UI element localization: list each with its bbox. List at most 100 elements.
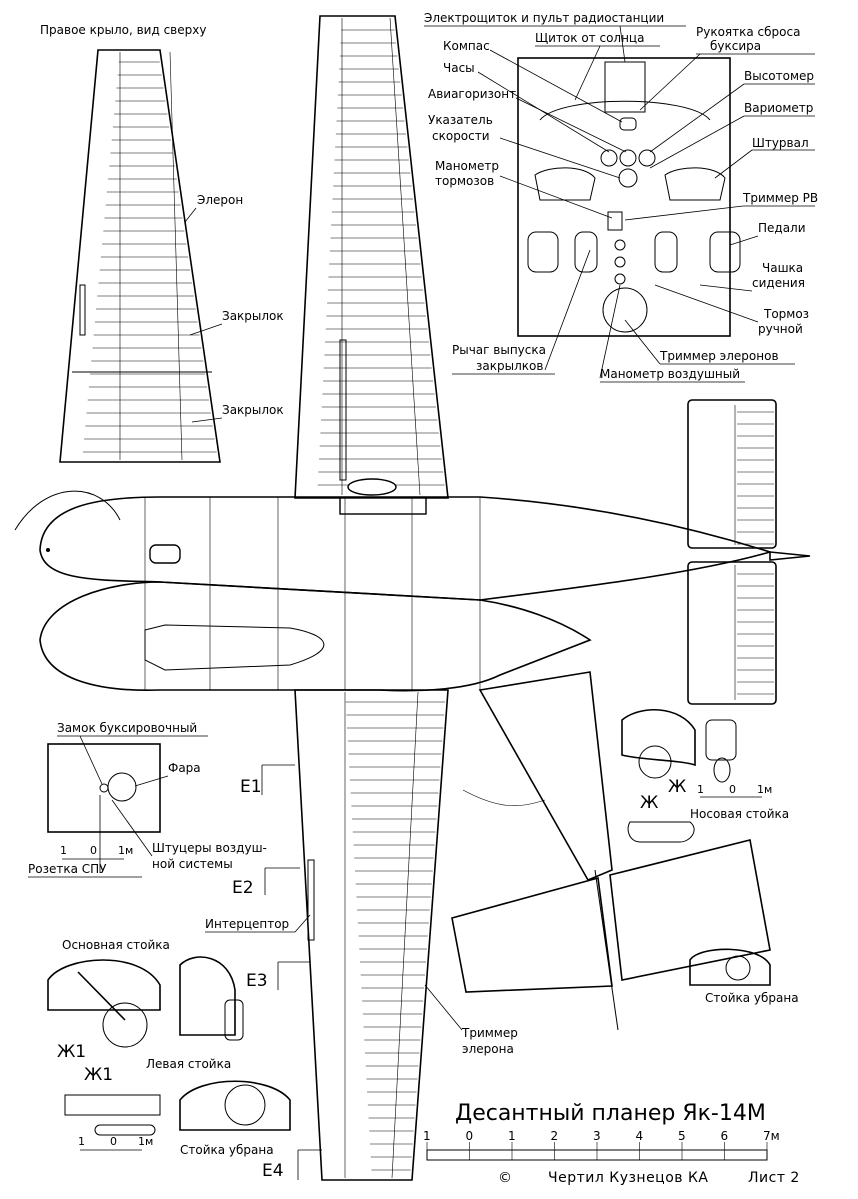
label-yoke: Штурвал — [752, 136, 809, 150]
label-tow-release-1: Рукоятка сброса — [696, 25, 800, 39]
main-scale-label: 1 — [508, 1129, 516, 1143]
main-gear-retracted-wheel — [224, 1084, 266, 1126]
label-sun-shield: Щиток от солнца — [535, 31, 644, 45]
section-e2: E2 — [232, 867, 300, 898]
label-pedals: Педали — [758, 221, 806, 235]
nose-pitot — [46, 548, 50, 552]
tow-lock-leader — [79, 735, 103, 785]
label-hand-brake-2: ручной — [758, 322, 803, 336]
aileron-trim-label-1: Триммер — [461, 1026, 518, 1040]
drawing-title: Десантный планер Як-14М — [455, 1101, 766, 1126]
lower-wing-outline — [294, 689, 449, 1181]
main-gear-scale-0: 1 — [78, 1135, 85, 1148]
nose-gear-front-wheel — [713, 757, 731, 783]
section-zh-2: Ж — [640, 793, 658, 813]
tow-hook — [99, 783, 109, 793]
left-gear-outline — [179, 956, 236, 1036]
label-brake-gauge-2: тормозов — [435, 174, 494, 188]
main-gear-fairing — [47, 959, 161, 1011]
nose-arc — [14, 490, 121, 531]
aileron-trim-leader — [424, 984, 463, 1031]
label-compass: Компас — [443, 39, 490, 53]
leader-sun — [574, 45, 601, 101]
label-airspeed-1: Указатель — [428, 113, 493, 127]
aileron-trim-label-2: элерона — [462, 1042, 514, 1056]
label-radio-panel: Электрощиток и пульт радиостанции — [424, 11, 664, 25]
spoiler-leader — [294, 914, 311, 933]
section-zh-1: Ж — [668, 777, 686, 797]
leader-hand-brake — [654, 284, 759, 323]
wing-view-title: Правое крыло, вид сверху — [40, 23, 206, 37]
gauge-small-2 — [614, 256, 626, 268]
main-gear-scale-2: 1м — [138, 1135, 153, 1148]
intercom-label: Розетка СПУ — [28, 862, 107, 876]
fin-view — [451, 671, 771, 1031]
leader-air — [599, 284, 621, 379]
aileron-hinge-line — [169, 51, 183, 461]
gauge-small-3 — [614, 273, 626, 285]
horizon-dial — [619, 149, 637, 167]
air-fittings-label-1: Штуцеры воздуш- — [152, 841, 267, 855]
sun-shield-outline — [539, 100, 711, 121]
tow-lock-label: Замок буксировочный — [57, 721, 197, 735]
air-fittings-label-2: ной системы — [152, 857, 233, 871]
clock-dial — [600, 149, 618, 167]
flap-label-2: Закрылок — [222, 403, 284, 417]
left-gear-wheel — [224, 999, 244, 1041]
main-scale-label: 3 — [593, 1129, 601, 1143]
stabilizer-left — [451, 876, 613, 993]
section-e2-label: E2 — [232, 878, 254, 898]
main-scale-label: 1 — [423, 1129, 431, 1143]
radio-panel-box — [604, 61, 646, 113]
fin-arc — [462, 789, 546, 806]
headlight-circle — [107, 772, 137, 802]
lower-wing-ribs — [345, 701, 446, 1171]
upper-wing-plan — [294, 15, 449, 515]
spoiler-label: Интерцептор — [205, 917, 289, 931]
fuselage-lower-half — [39, 581, 592, 692]
section-e3: E3 — [246, 961, 310, 991]
upper-wing-hinge — [389, 17, 421, 496]
tail-cone — [769, 551, 811, 561]
label-seat-1: Чашка — [762, 261, 803, 275]
main-scale-label: 7м — [763, 1129, 780, 1143]
altimeter-dial — [638, 149, 656, 167]
nose-gear-wheel — [638, 745, 672, 779]
nose-scale: 1 0 1м — [60, 844, 133, 860]
main-scale-label: 4 — [636, 1129, 644, 1143]
copyright-mark: © — [498, 1170, 513, 1186]
main-gear-retracted — [179, 1080, 291, 1131]
author-label: Чертил Кузнецов КА — [548, 1170, 709, 1186]
tailplane-lower — [687, 561, 777, 705]
nose-scale-0: 1 — [60, 844, 67, 857]
main-leg-label: Основная стойка — [62, 938, 170, 952]
headlight-label: Фара — [168, 761, 201, 775]
nose-gear-retracted — [689, 948, 771, 986]
retracted-label-1: Стойка убрана — [705, 991, 799, 1005]
main-gear-plan-wheel — [94, 1124, 156, 1136]
section-e1-label: E1 — [240, 777, 262, 797]
section-e1: E1 — [240, 764, 295, 797]
pedal-left-1 — [527, 231, 559, 273]
yoke-right — [664, 167, 726, 201]
nose-gear-scale-1: 0 — [729, 783, 736, 796]
wing-slot — [79, 284, 86, 336]
label-airspeed-2: скорости — [432, 129, 490, 143]
section-zh1-a: Ж1 — [57, 1042, 86, 1062]
fin-strut — [594, 869, 619, 1031]
tailplane — [687, 399, 777, 705]
main-gear-scale: 1 0 1м — [78, 1135, 153, 1151]
section-e3-label: E3 — [246, 971, 268, 991]
main-gear-strut — [77, 971, 126, 1021]
leader-pedals — [729, 235, 759, 246]
leader-elev — [624, 205, 744, 221]
main-scale-label: 6 — [721, 1129, 729, 1143]
cockpit-canopy — [144, 624, 325, 671]
right-wing-top-view: Правое крыло, вид сверху Элерон Закрылок… — [40, 23, 284, 463]
main-scale-label: 0 — [466, 1129, 474, 1143]
nose-detail: Замок буксировочный Фара Штуцеры воздуш-… — [28, 721, 267, 878]
nose-gear-scale-2: 1м — [757, 783, 772, 796]
